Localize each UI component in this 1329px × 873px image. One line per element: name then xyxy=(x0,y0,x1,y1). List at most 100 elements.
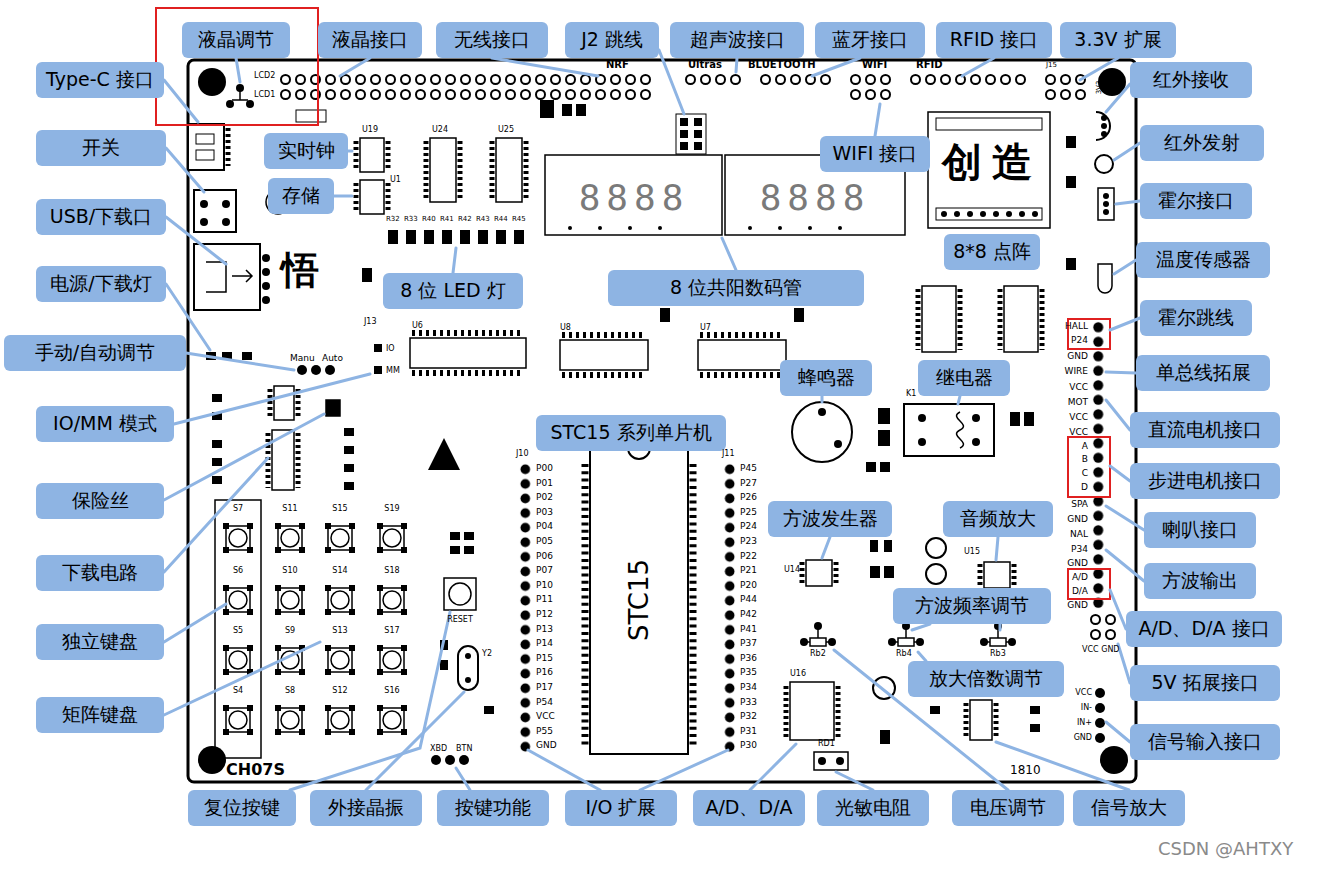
silkscreen-label: P41 xyxy=(740,625,757,634)
silkscreen-label: S8 xyxy=(285,687,295,695)
callout-box: 实时钟 xyxy=(264,133,348,169)
silkscreen-label: 1810 xyxy=(1010,764,1041,776)
silkscreen-label: 悟 xyxy=(281,251,319,289)
silkscreen-label: P35 xyxy=(740,668,757,677)
callout-box: 无线接口 xyxy=(436,22,548,58)
silkscreen-label: A xyxy=(1082,442,1088,451)
silkscreen-label: P11 xyxy=(536,595,553,604)
callout-box: 3.3V 扩展 xyxy=(1060,22,1176,58)
silkscreen-label: S16 xyxy=(384,687,399,695)
silkscreen-label: Auto xyxy=(322,354,343,363)
silkscreen-label: P45 xyxy=(740,464,757,473)
watermark: CSDN @AHTXY xyxy=(1158,840,1293,858)
silkscreen-label: BTN xyxy=(456,745,472,753)
silkscreen-label: S11 xyxy=(282,505,297,513)
callout-text: 8*8 点阵 xyxy=(953,239,1031,265)
silkscreen-label: GND xyxy=(1108,79,1115,95)
silkscreen-label: Rb3 xyxy=(990,650,1006,658)
silkscreen-label: P44 xyxy=(740,595,757,604)
silkscreen-label: P33 xyxy=(740,698,757,707)
silkscreen-label: R43 xyxy=(476,216,490,223)
callout-box: 直流电机接口 xyxy=(1130,412,1280,448)
callout-text: 8 位 LED 灯 xyxy=(400,278,505,304)
silkscreen-label: Rb4 xyxy=(896,650,912,658)
silkscreen-label: U16 xyxy=(790,670,806,678)
silkscreen-label: U7 xyxy=(700,324,711,332)
silkscreen-label: P00 xyxy=(536,464,553,473)
callout-text: 音频放大 xyxy=(960,506,1036,532)
silkscreen-label: RFID xyxy=(916,60,943,70)
callout-text: 独立键盘 xyxy=(62,629,138,655)
silkscreen-label: D/A xyxy=(1072,587,1088,596)
silkscreen-label: P10 xyxy=(536,581,553,590)
callout-box: J2 跳线 xyxy=(565,22,659,58)
callout-box: 喇叭接口 xyxy=(1144,512,1256,548)
silkscreen-label: P37 xyxy=(740,639,757,648)
callout-box: 单总线拓展 xyxy=(1136,355,1270,391)
callout-box: 8 位共阳数码管 xyxy=(608,270,864,306)
silkscreen-label: 3V3 xyxy=(1096,80,1103,94)
silkscreen-label: RESET xyxy=(447,616,473,624)
callout-box: 光敏电阻 xyxy=(817,790,929,826)
callout-text: 外接晶振 xyxy=(328,795,404,821)
silkscreen-label: R45 xyxy=(512,216,526,223)
silkscreen-label: Ultras xyxy=(688,60,722,70)
callout-text: 超声波接口 xyxy=(690,27,785,53)
callout-box: 放大倍数调节 xyxy=(908,661,1064,697)
silkscreen-label: P31 xyxy=(740,727,757,736)
silkscreen-label: P01 xyxy=(536,479,553,488)
callout-text: 步进电机接口 xyxy=(1148,468,1262,494)
silkscreen-label: P15 xyxy=(536,654,553,663)
callout-text: IO/MM 模式 xyxy=(53,411,157,437)
callout-box: 超声波接口 xyxy=(670,22,804,58)
callout-text: 喇叭接口 xyxy=(1162,517,1238,543)
silkscreen-label: P24 xyxy=(740,522,757,531)
callout-box: 霍尔跳线 xyxy=(1140,300,1252,336)
silkscreen-label: J10 xyxy=(516,450,529,458)
callout-text: 霍尔跳线 xyxy=(1158,305,1234,331)
silkscreen-label: VCC xyxy=(1075,689,1092,697)
silkscreen-label: U15 xyxy=(964,548,980,556)
callout-text: 方波频率调节 xyxy=(915,593,1029,619)
silkscreen-label: P34 xyxy=(1071,545,1088,554)
silkscreen-label: P12 xyxy=(536,610,553,619)
callout-text: 8 位共阳数码管 xyxy=(670,275,802,301)
silkscreen-label: K1 xyxy=(906,390,916,398)
silkscreen-label: P30 xyxy=(740,741,757,750)
silkscreen-label: P27 xyxy=(740,479,757,488)
silkscreen-label: S12 xyxy=(332,687,347,695)
silkscreen-label: D xyxy=(1081,483,1088,492)
callout-text: 存储 xyxy=(282,183,320,209)
callout-box: 按键功能 xyxy=(437,790,549,826)
callout-box: 霍尔接口 xyxy=(1140,183,1252,219)
callout-text: 直流电机接口 xyxy=(1148,417,1262,443)
callout-box: 开关 xyxy=(36,130,166,166)
callout-box: STC15 系列单片机 xyxy=(536,415,726,451)
silkscreen-label: VCC xyxy=(1069,383,1088,392)
callout-text: 信号放大 xyxy=(1091,795,1167,821)
callout-text: 复位按键 xyxy=(204,795,280,821)
silkscreen-label: P23 xyxy=(740,537,757,546)
callout-text: 信号输入接口 xyxy=(1148,729,1262,755)
silkscreen-label: S14 xyxy=(332,567,347,575)
silkscreen-label: P25 xyxy=(740,508,757,517)
silkscreen-label: S9 xyxy=(285,627,295,635)
silkscreen-label: J15 xyxy=(1046,62,1057,69)
callout-text: 蓝牙接口 xyxy=(832,27,908,53)
callout-text: 光敏电阻 xyxy=(835,795,911,821)
silkscreen-label: IN+ xyxy=(1077,719,1092,727)
callout-box: RFID 接口 xyxy=(936,22,1052,58)
silkscreen-label: P34 xyxy=(740,683,757,692)
callout-box: 方波输出 xyxy=(1144,563,1256,599)
silkscreen-label: S13 xyxy=(332,627,347,635)
callout-text: RFID 接口 xyxy=(950,27,1038,53)
callout-box: USB/下载口 xyxy=(36,199,166,235)
callout-text: 3.3V 扩展 xyxy=(1074,27,1161,53)
callout-text: 液晶调节 xyxy=(198,27,274,53)
silkscreen-label: U19 xyxy=(362,126,378,134)
silkscreen-label: VCC xyxy=(1069,413,1088,422)
callout-text: 蜂鸣器 xyxy=(798,365,855,391)
silkscreen-label: LCD2 xyxy=(254,72,275,80)
silkscreen-label: Manu xyxy=(290,354,315,363)
